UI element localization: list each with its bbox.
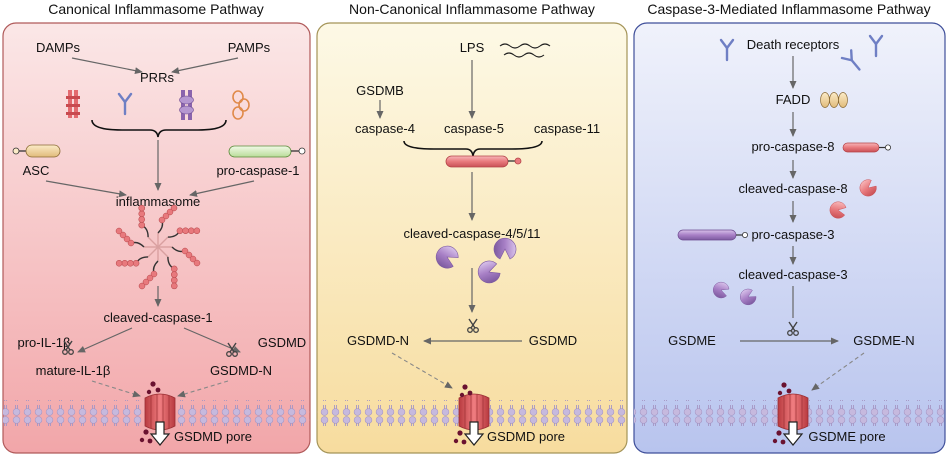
asc-label: ASC [23, 163, 50, 178]
prrs-label: PRRs [140, 70, 174, 85]
gsdmb-label: GSDMB [356, 83, 404, 98]
mature-il-1b-label: mature-IL-1β [36, 363, 111, 378]
tlr-receptor-icon [66, 90, 80, 118]
caspase-11-label: caspase-11 [534, 121, 600, 136]
inflammasome-icon [114, 203, 202, 291]
pro-il-1b-label: pro-IL-1β [18, 335, 71, 350]
nlr-receptor-icon [179, 90, 194, 120]
gsdmd-label: GSDMD [258, 335, 306, 350]
death-receptors-label: Death receptors [747, 37, 840, 52]
gsdmd-n-label: GSDMD-N [210, 363, 272, 378]
gsdmd-label: GSDMD [529, 333, 577, 348]
pro-caspase-3-icon [677, 229, 749, 241]
damps-label: DAMPs [36, 40, 81, 55]
pro-caspase-3-label: pro-caspase-3 [751, 227, 834, 242]
canonical-pore-label: GSDMD pore [174, 429, 252, 444]
pro-caspase-1-label: pro-caspase-1 [216, 163, 299, 178]
gsdmd-n-label: GSDMD-N [347, 333, 409, 348]
fadd-label: FADD [776, 92, 811, 107]
inflammasome-label: inflammasome [116, 194, 201, 209]
asc-icon [12, 144, 61, 158]
pro-caspase-8-icon [842, 142, 892, 153]
canonical-title: Canonical Inflammasome Pathway [48, 1, 264, 17]
noncanonical-pore-label: GSDMD pore [487, 429, 565, 444]
gsdme-n-label: GSDME-N [853, 333, 914, 348]
cleaved-caspase-label: cleaved-caspase-4/5/11 [403, 226, 540, 241]
caspase-5-label: caspase-5 [444, 121, 504, 136]
caspase-icon [445, 155, 522, 168]
cleaved-caspase-8-label: cleaved-caspase-8 [738, 181, 847, 196]
ring-receptor-icon [232, 90, 250, 120]
lps-label: LPS [460, 40, 485, 55]
caspase3-pore-label: GSDME pore [808, 429, 885, 444]
cleaved-caspase-3-label: cleaved-caspase-3 [738, 267, 847, 282]
pamps-label: PAMPs [228, 40, 271, 55]
caspase-4-label: caspase-4 [355, 121, 415, 136]
canonical-panel: Canonical Inflammasome Pathway DAMPs PAM… [2, 1, 311, 454]
fadd-icon [820, 92, 848, 108]
noncanonical-panel: Non-Canonical Inflammasome Pathway LPS G… [316, 1, 628, 454]
noncanonical-title: Non-Canonical Inflammasome Pathway [349, 1, 595, 17]
released-particles [772, 382, 792, 445]
caspase3-title: Caspase-3-Mediated Inflammasome Pathway [647, 1, 930, 17]
pro-caspase-8-label: pro-caspase-8 [751, 139, 834, 154]
caspase3-panel: Caspase-3-Mediated Inflammasome Pathway … [633, 1, 946, 454]
gsdme-label: GSDME [668, 333, 716, 348]
released-particles [453, 384, 473, 445]
cleaved-caspase-1-label: cleaved-caspase-1 [103, 310, 212, 325]
lps-icon [499, 43, 551, 58]
pro-caspase-1-icon [228, 145, 306, 158]
released-particles [139, 381, 161, 444]
